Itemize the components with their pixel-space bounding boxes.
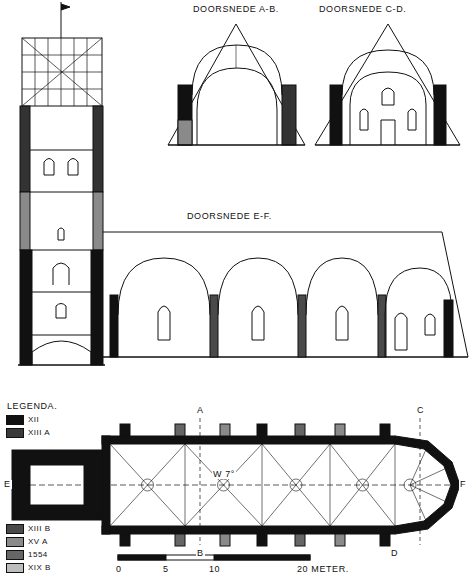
- legend-swatch: [6, 524, 24, 534]
- legend-item: XIII B: [6, 524, 51, 534]
- legend-text: XIII A: [28, 429, 50, 437]
- legend-item: XII: [6, 415, 39, 425]
- scale-number: 0: [115, 565, 123, 574]
- legend-text: XIX B: [28, 564, 51, 572]
- scale-number: 5: [162, 565, 170, 574]
- section-title: DOORSNEDE A-B.: [192, 5, 280, 14]
- section-mark: F: [459, 480, 467, 489]
- legend-title: LEGENDA.: [6, 402, 58, 411]
- legend-swatch: [6, 428, 24, 438]
- long-section-ef: [103, 232, 468, 357]
- legend-text: XII: [28, 416, 39, 424]
- section-mark: C: [416, 406, 425, 415]
- legend-item: XIX B: [6, 563, 51, 573]
- cross-section-cd: [315, 24, 460, 145]
- section-title: DOORSNEDE E-F.: [186, 212, 273, 221]
- scale-number: 20 METER.: [296, 565, 350, 574]
- section-mark: E: [3, 480, 12, 489]
- cross-section-ab: [168, 24, 305, 145]
- section-mark: A: [196, 406, 205, 415]
- legend-text: XV A: [28, 538, 48, 546]
- legend-item: XV A: [6, 537, 48, 547]
- tower-section: [18, 2, 105, 365]
- scale-number: 10: [208, 565, 221, 574]
- section-mark: D: [390, 549, 399, 558]
- legend-swatch: [6, 415, 24, 425]
- legend-text: 1554: [28, 551, 48, 559]
- legend-swatch: [6, 563, 24, 573]
- orientation-note: W 7°: [212, 470, 236, 479]
- legend-item: XIII A: [6, 428, 50, 438]
- section-title: DOORSNEDE C-D.: [318, 5, 407, 14]
- scale-bar: [118, 555, 310, 560]
- ground-plan: [12, 418, 462, 546]
- legend-swatch: [6, 537, 24, 547]
- section-mark: B: [196, 549, 205, 558]
- legend-swatch: [6, 550, 24, 560]
- legend-item: 1554: [6, 550, 48, 560]
- legend-text: XIII B: [28, 525, 51, 533]
